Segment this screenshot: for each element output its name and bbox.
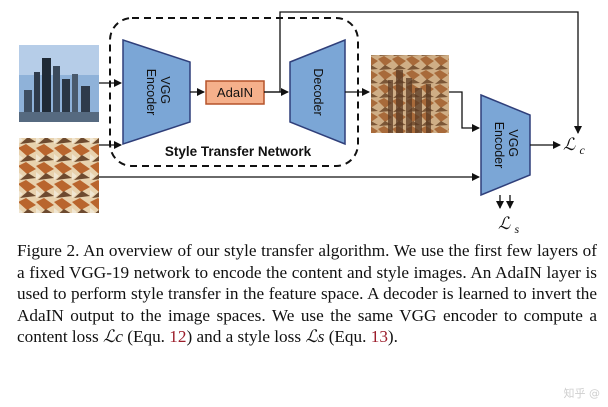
caption-end: ). bbox=[387, 327, 398, 346]
group-label: Style Transfer Network bbox=[165, 144, 312, 159]
decoder-label: Decoder bbox=[311, 68, 325, 115]
arrow-output-to-encoder bbox=[449, 91, 480, 132]
vgg-encoder-right-label: VGG Encoder bbox=[492, 122, 520, 169]
content-loss-label: ℒ c bbox=[563, 135, 586, 157]
content-image bbox=[19, 45, 99, 122]
decoder-block bbox=[289, 38, 346, 146]
figure-label: Figure 2. bbox=[17, 241, 80, 260]
arrow-adain-target bbox=[264, 11, 582, 134]
watermark: 知乎 @ bbox=[563, 387, 601, 400]
caption-text: An overview of our style transfer algori… bbox=[17, 241, 598, 346]
vgg-encoder-right bbox=[480, 93, 531, 197]
style-loss-symbol: ℒs bbox=[305, 327, 325, 346]
vgg-line-2: Encoder bbox=[144, 69, 158, 116]
style-loss-label: ℒ s bbox=[498, 214, 520, 236]
stylized-city-silhouette bbox=[388, 70, 431, 133]
figure-caption: Figure 2. An overview of our style trans… bbox=[17, 240, 597, 348]
vgg-encoder-left-label: VGG Encoder bbox=[144, 69, 172, 116]
equ-open-2: (Equ. bbox=[328, 327, 367, 346]
content-loss-symbol: ℒc bbox=[102, 327, 123, 346]
equation-ref-13[interactable]: 13 bbox=[370, 327, 388, 346]
adain-label: AdaIN bbox=[217, 85, 253, 100]
caption-mid: ) and a style loss bbox=[186, 327, 302, 346]
vgg-encoder-left bbox=[122, 38, 191, 146]
style-image bbox=[19, 138, 99, 213]
vgg-line-1: VGG bbox=[158, 76, 172, 104]
equ-open-1: (Equ. bbox=[127, 327, 165, 346]
equation-ref-12[interactable]: 12 bbox=[169, 327, 187, 346]
